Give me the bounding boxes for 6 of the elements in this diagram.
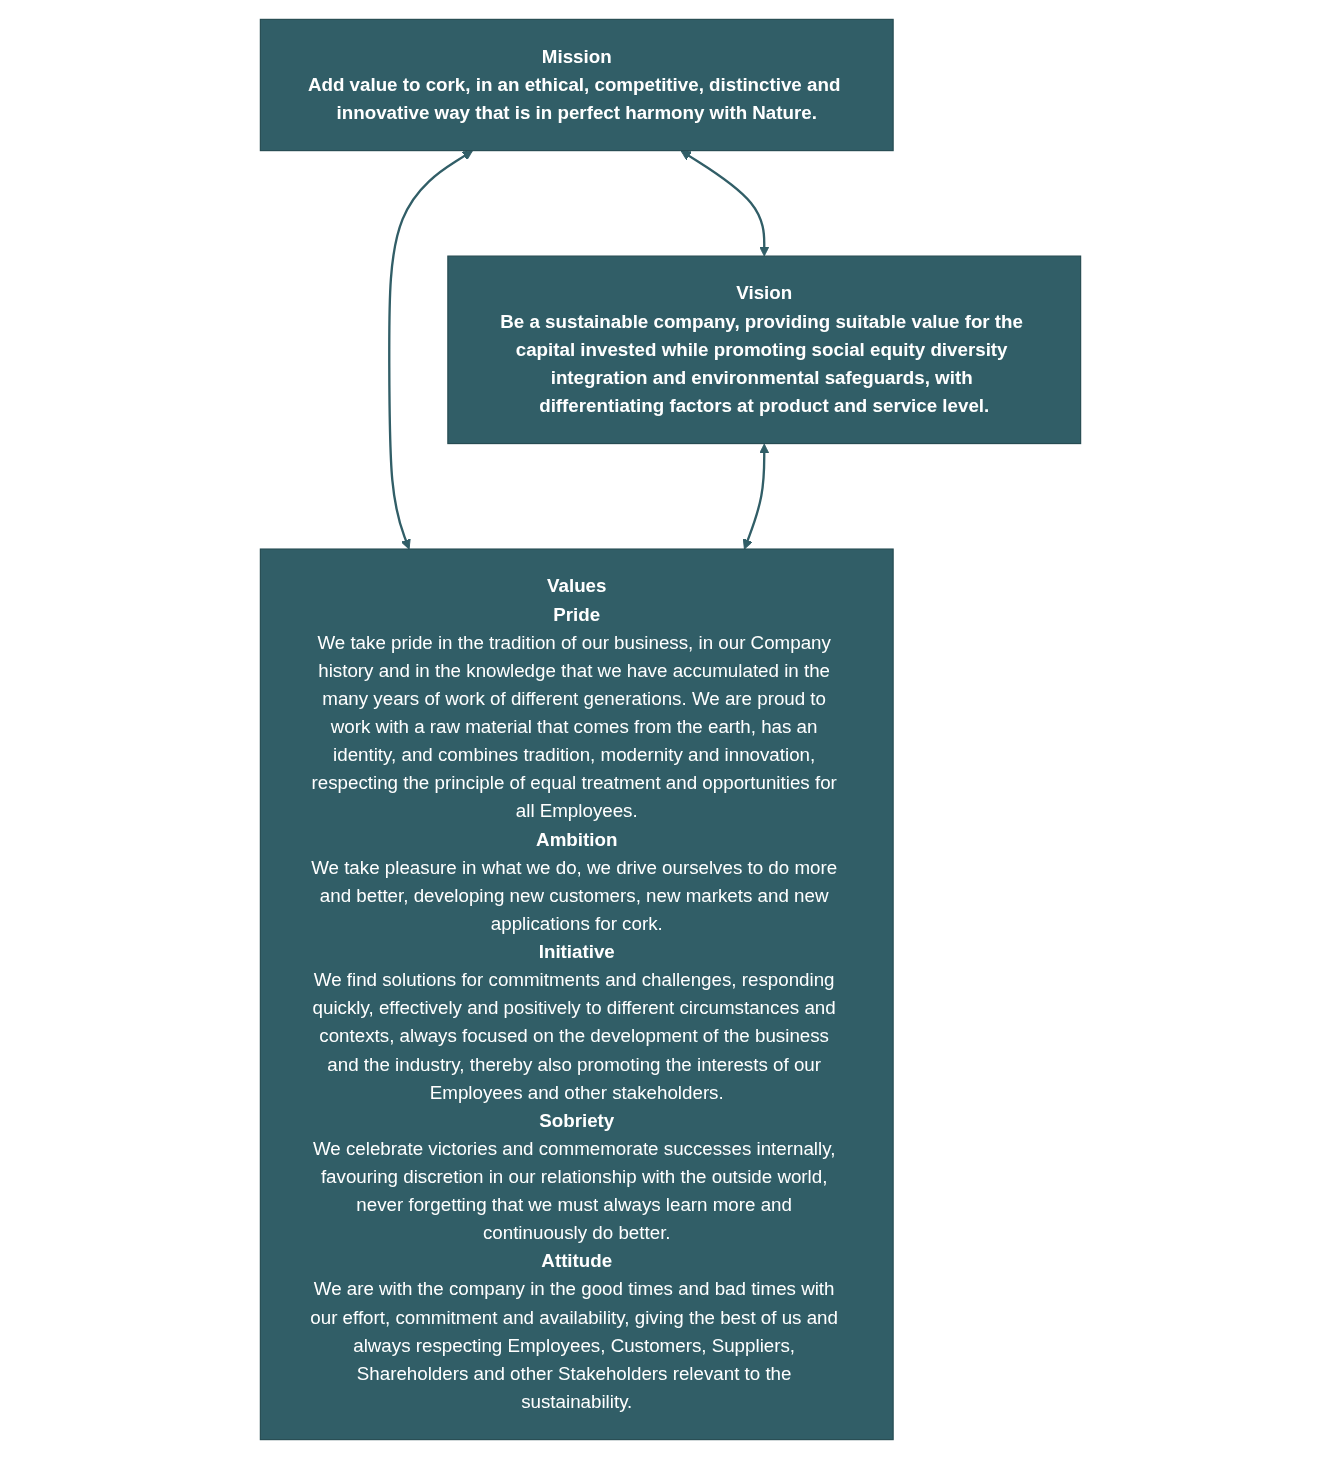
node-box: Values Pride We take pride in the tradition of our business, in our Company history and in the knowledge that we have accumulated in the many years of work of different generations. We are proud to work with a raw material that comes from the earth, has an identity, and combines tradition, modernity and innovation, respecting the principle of equal treatment and opportunities for all Employees. Ambition We take pleasure in what we do, we drive ourselves to do more and better, developing new customers, new markets and new applications for cork. Initiative We find solutions for commitments and challenges, responding quickly, effectively and positively to different circumstances and contexts, always focused on the development of the business and the industry, thereby also promoting the interests of our Employees and other stakeholders. Sobriety We celebrate victories and commemorate successes internally, favouring discretion in our relationship with the outside world, never forgetting that we must always learn more and continuously do better. Attitude We are with the company in the good times and bad times with our effort, commitment and availability, giving the best of us and always respecting Employees, Customers, Suppliers, Shareholders and other Stakeholders relevant to the sustainability. bbox=[259, 548, 894, 1441]
node-box: Mission Add value to cork, in an ethical, competitive, distinctive and innovative way that is in perfect harmony with Nature. bbox=[259, 18, 894, 152]
arrow bbox=[680, 150, 770, 257]
node-box: Vision Be a sustainable company, providing suitable value for the capital invested while promoting social equity diversity integration and environmental safeguards, with differentiating factors at product and service level. bbox=[447, 255, 1082, 445]
arrow bbox=[388, 150, 473, 550]
arrow bbox=[742, 443, 770, 550]
